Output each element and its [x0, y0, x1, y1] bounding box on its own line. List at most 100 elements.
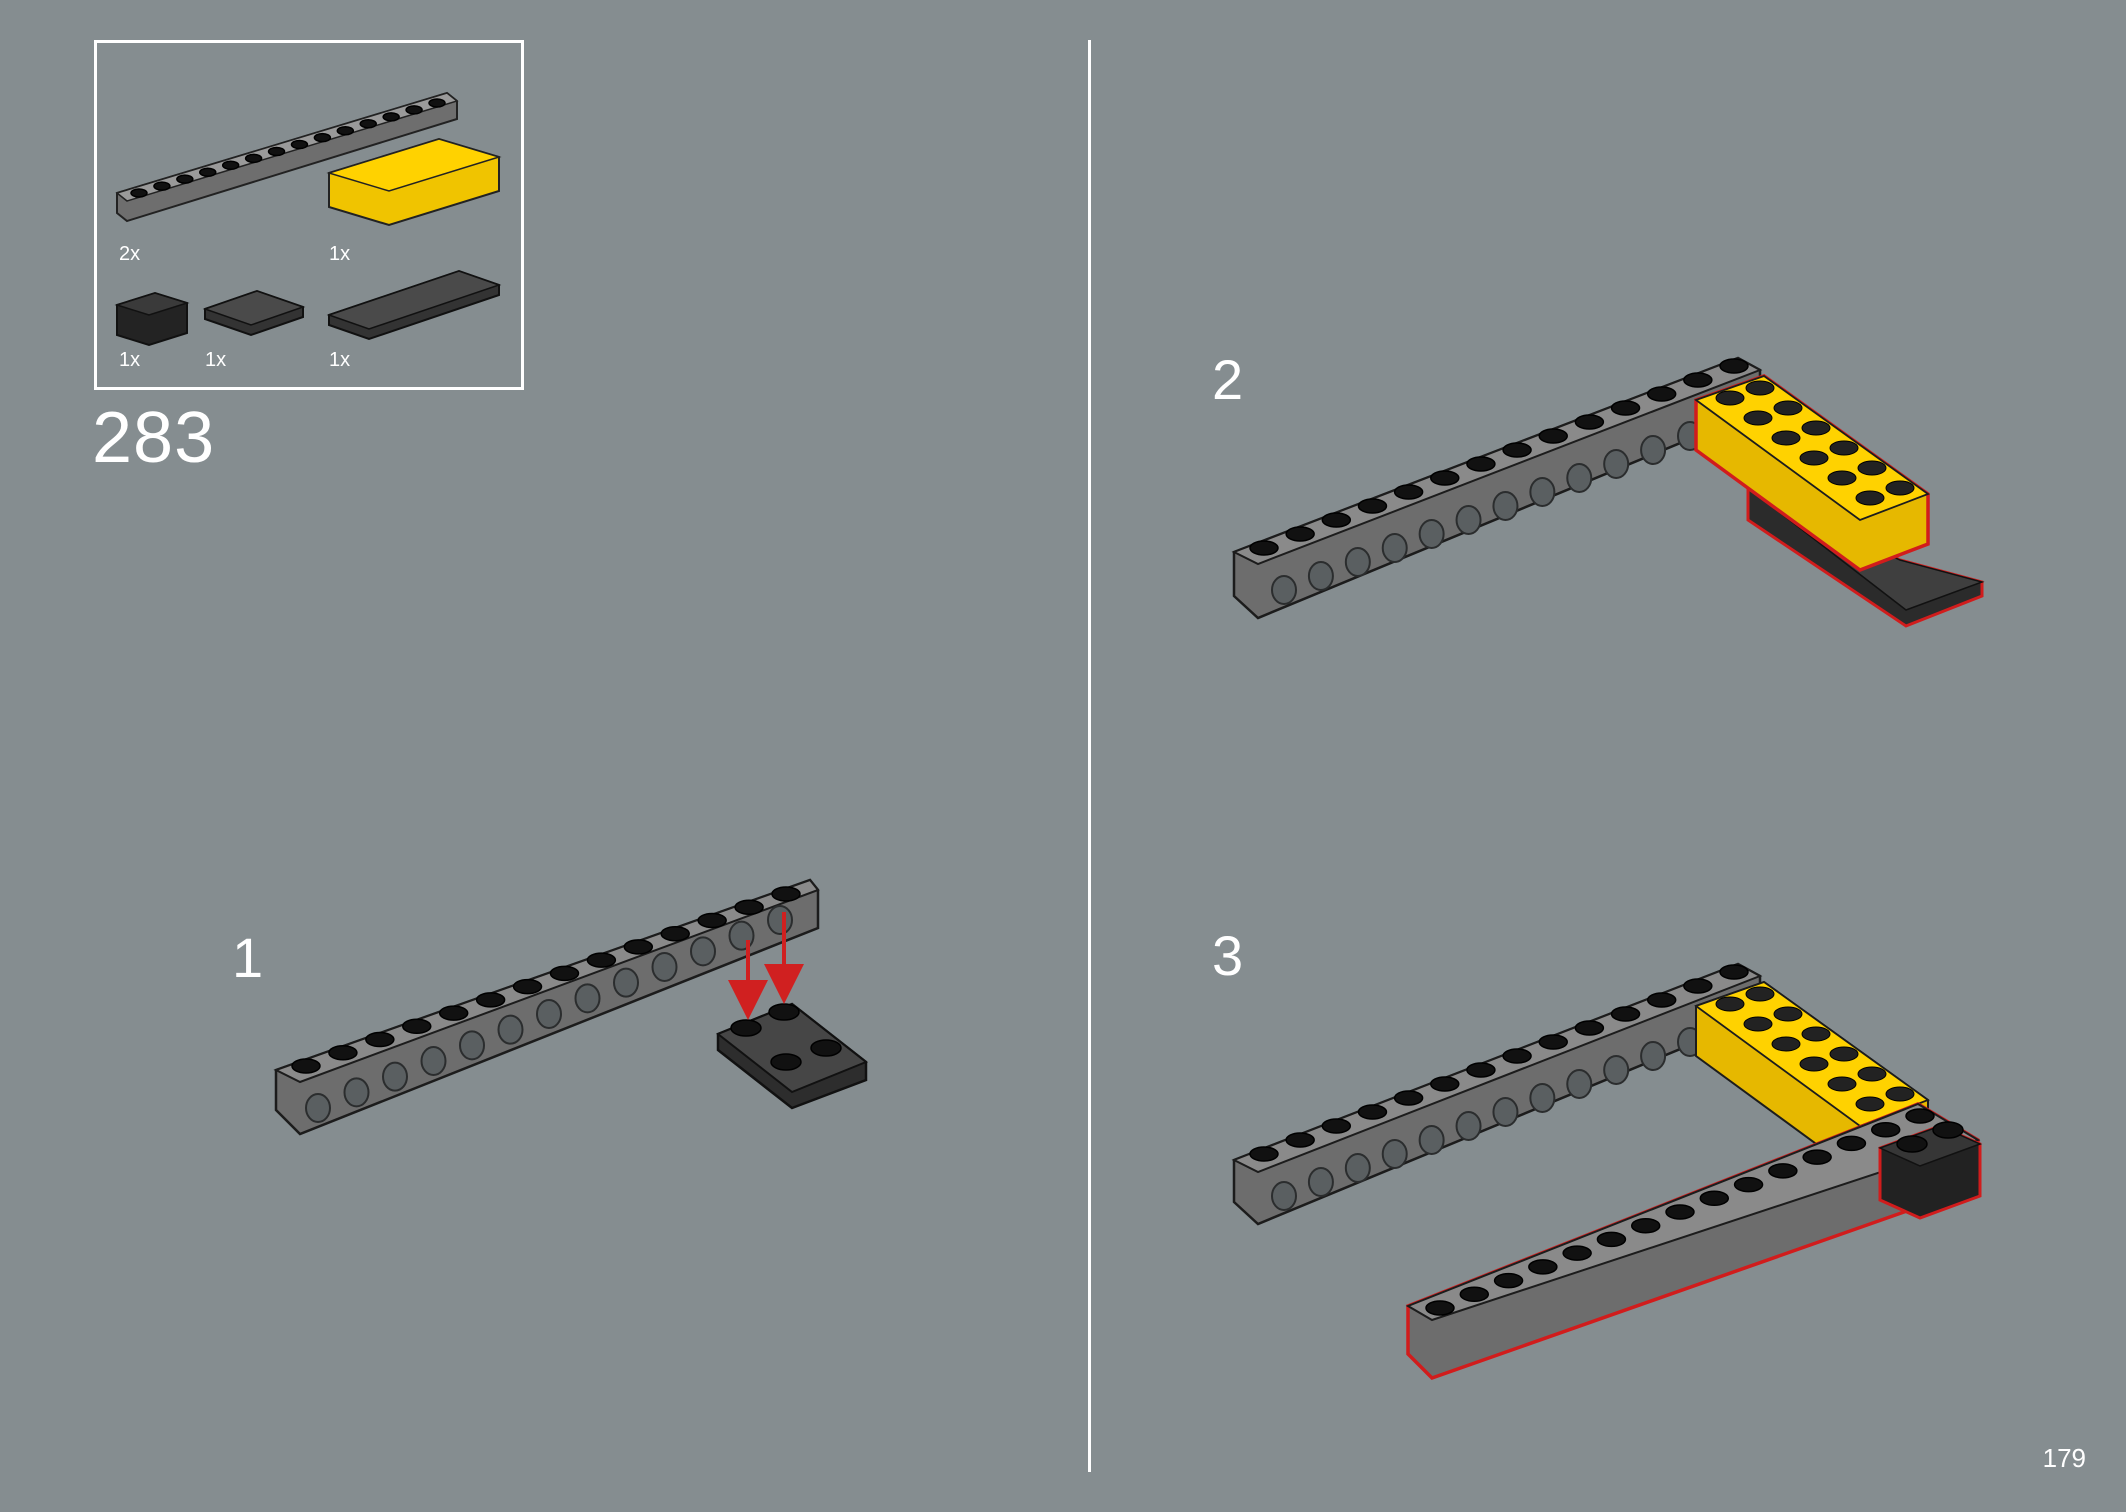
- stud: [1610, 1006, 1641, 1022]
- stud: [199, 167, 217, 177]
- plate-2x2-black-icon: [202, 289, 306, 337]
- stud: [130, 188, 148, 198]
- beam-hole: [1455, 505, 1482, 535]
- stud: [221, 160, 240, 171]
- beam-hole: [767, 905, 793, 935]
- stud: [1466, 1062, 1496, 1078]
- stud: [549, 965, 580, 982]
- brick-2x6-yellow-icon: [326, 137, 502, 227]
- stud: [1321, 512, 1352, 528]
- beam-hole: [497, 1014, 524, 1045]
- stud: [405, 105, 423, 115]
- part-qty: 1x: [329, 349, 351, 371]
- step-2-illustration: [1231, 356, 1985, 628]
- stud: [402, 1018, 432, 1035]
- beam-hole: [690, 936, 716, 967]
- stud: [1773, 400, 1803, 416]
- beam-hole: [1418, 519, 1445, 549]
- stud: [1285, 526, 1315, 542]
- beam-hole: [420, 1046, 447, 1076]
- stud: [1801, 420, 1831, 436]
- stud: [290, 139, 309, 150]
- stud: [1799, 450, 1829, 466]
- beam-hole: [1640, 435, 1667, 465]
- stud: [1646, 992, 1677, 1008]
- stud: [1538, 1034, 1568, 1050]
- stud: [153, 181, 171, 191]
- stud: [313, 132, 332, 143]
- stud: [1855, 490, 1885, 506]
- stud: [1745, 986, 1775, 1002]
- stud: [1493, 1272, 1524, 1289]
- stud: [1596, 1231, 1627, 1248]
- stud: [1799, 1056, 1829, 1072]
- stud: [1502, 1048, 1532, 1064]
- beam-hole: [613, 967, 639, 998]
- technic-beam: [1231, 356, 1763, 620]
- stud: [1574, 414, 1605, 430]
- stud: [1885, 1086, 1915, 1102]
- stud: [697, 912, 727, 929]
- stud: [1699, 1190, 1730, 1207]
- beam-hole: [1344, 1153, 1371, 1183]
- stud: [1857, 460, 1887, 476]
- beam-hole: [1381, 533, 1408, 563]
- main-step-number: 283: [92, 398, 216, 478]
- stud: [1466, 456, 1496, 472]
- part-qty: 1x: [119, 349, 141, 371]
- stud: [1905, 1108, 1935, 1124]
- part-qty: 2x: [119, 243, 141, 265]
- stud: [1743, 1016, 1773, 1032]
- technic-beam: [1231, 962, 1763, 1226]
- brick-2x6-yellow-highlighted: [1694, 374, 1930, 572]
- stud: [244, 153, 263, 164]
- page-divider: [1088, 40, 1091, 1472]
- stud: [1357, 498, 1388, 514]
- beam-hole: [343, 1077, 370, 1108]
- stud: [1801, 1026, 1831, 1042]
- stud: [1459, 1286, 1490, 1303]
- stud: [1829, 440, 1859, 456]
- plate-2x6-black-icon: [326, 269, 502, 341]
- beam-hole: [305, 1093, 331, 1123]
- stud: [1683, 978, 1713, 994]
- stud: [1829, 1046, 1859, 1062]
- technic-beam-1x14-icon: [115, 91, 459, 223]
- stud: [438, 1005, 469, 1021]
- beam-hole: [1640, 1041, 1667, 1071]
- beam-hole: [459, 1030, 485, 1061]
- part-qty: 1x: [329, 243, 351, 265]
- stud: [1715, 996, 1745, 1012]
- stud: [1425, 1300, 1455, 1316]
- stud: [336, 125, 355, 136]
- beam-hole: [1418, 1125, 1445, 1155]
- beam-hole: [1455, 1111, 1482, 1141]
- beam-hole: [1492, 491, 1519, 521]
- beam-hole: [382, 1061, 408, 1092]
- stud: [1719, 964, 1749, 980]
- stud: [1885, 480, 1915, 496]
- stud: [475, 992, 506, 1008]
- beam-hole: [1566, 463, 1593, 493]
- stud: [1630, 1217, 1661, 1234]
- stud: [1574, 1020, 1605, 1036]
- technic-beam: [273, 878, 820, 1136]
- parts-callout: 2x 1x 1x 1x 1x: [94, 40, 524, 390]
- beam-hole: [1271, 1181, 1297, 1211]
- step-3-illustration: [1231, 962, 1982, 1381]
- stud: [1836, 1135, 1867, 1152]
- stud: [734, 899, 764, 915]
- stud: [1610, 400, 1641, 416]
- beam-hole: [574, 983, 601, 1014]
- stud: [1870, 1121, 1901, 1138]
- beam-hole: [1271, 575, 1297, 605]
- stud: [1646, 386, 1677, 402]
- stud: [1393, 484, 1424, 500]
- stud: [1768, 1163, 1798, 1179]
- brick-1x2-black-highlighted: [1878, 1121, 1982, 1220]
- page-number: 179: [2042, 1443, 2086, 1473]
- beam-hole: [1603, 449, 1630, 479]
- stud: [1502, 442, 1532, 458]
- stud: [1249, 1146, 1279, 1162]
